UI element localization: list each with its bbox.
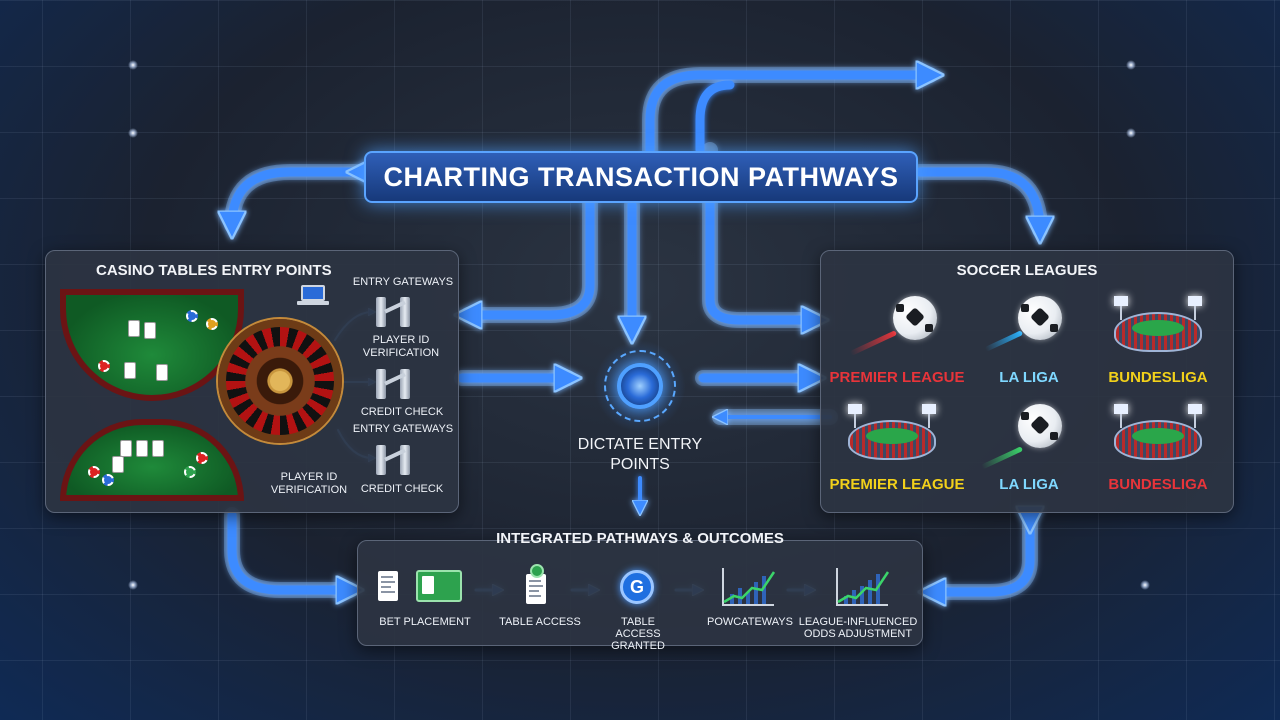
playing-card — [112, 456, 124, 473]
ticket-icon — [416, 570, 462, 602]
diagram-title-box: CHARTING TRANSACTION PATHWAYS — [364, 151, 918, 203]
sparkle — [1126, 60, 1136, 70]
playing-card — [124, 362, 136, 379]
stadium-icon — [1110, 296, 1206, 354]
casino-panel-title: CASINO TABLES ENTRY POINTS — [96, 262, 332, 279]
check-badge-icon — [530, 564, 544, 578]
outcomes-panel-title: INTEGRATED PATHWAYS & OUTCOMES — [496, 530, 784, 547]
league-label-bundesliga-1: BUNDESLIGA — [1108, 369, 1208, 386]
soccer-panel: SOCCER LEAGUES — [820, 250, 1234, 513]
step-label-powcateways: POWCATEWAYS — [707, 616, 793, 628]
turnstile-icon — [376, 295, 412, 327]
turnstile-icon — [376, 367, 412, 399]
sparkle — [1140, 580, 1150, 590]
growth-chart-icon — [722, 568, 774, 606]
chip — [102, 474, 114, 486]
stadium-icon — [844, 404, 940, 462]
league-label-laliga-2: LA LIGA — [999, 476, 1059, 493]
soccer-ball-icon — [1018, 296, 1062, 340]
soccer-panel-title: SOCCER LEAGUES — [956, 262, 1098, 279]
playing-card — [156, 364, 168, 381]
step-label-table-access: TABLE ACCESS — [499, 616, 581, 628]
soccer-ball-icon — [893, 296, 937, 340]
playing-card — [128, 320, 140, 337]
sparkle — [128, 128, 138, 138]
chip — [98, 360, 110, 372]
soccer-ball-icon — [1018, 404, 1062, 448]
playing-card — [152, 440, 164, 457]
document-icon — [378, 571, 398, 601]
chip — [196, 452, 208, 464]
trend-line-icon — [723, 571, 890, 604]
playing-card — [144, 322, 156, 339]
credit-check-label-top: CREDIT CHECK — [360, 406, 444, 418]
league-label-laliga-1: LA LIGA — [999, 369, 1059, 386]
credit-check-label-bottom: CREDIT CHECK — [360, 483, 444, 495]
roulette-icon — [218, 319, 342, 443]
sparkle — [128, 60, 138, 70]
chip — [206, 318, 218, 330]
league-label-premier-1: PREMIER LEAGUE — [829, 369, 965, 386]
chip — [184, 466, 196, 478]
gateway-circle-icon: G — [620, 570, 654, 604]
hub-core-icon — [617, 363, 663, 409]
entry-gateways-label-top: ENTRY GATEWAYS — [352, 276, 454, 288]
playing-card — [120, 440, 132, 457]
laptop-icon — [297, 285, 329, 305]
playing-card — [136, 440, 148, 457]
sparkle — [128, 580, 138, 590]
step-label-table-access-granted: TABLE ACCESS GRANTED — [611, 616, 665, 652]
sparkle — [1126, 128, 1136, 138]
league-label-premier-2: PREMIER LEAGUE — [829, 476, 965, 493]
player-id-label-top: PLAYER ID VERIFICATION — [362, 334, 440, 359]
receipt-icon — [526, 574, 546, 604]
entry-gateways-label-bottom: ENTRY GATEWAYS — [352, 423, 454, 435]
stadium-icon — [1110, 404, 1206, 462]
chip — [186, 310, 198, 322]
step-label-league-odds: LEAGUE-INFLUENCED ODDS ADJUSTMENT — [798, 616, 918, 640]
chip — [88, 466, 100, 478]
step-label-bet-placement: BET PLACEMENT — [379, 616, 471, 628]
player-id-label-bottom: PLAYER ID VERIFICATION — [270, 471, 348, 496]
turnstile-icon — [376, 443, 412, 475]
hub-ring — [604, 350, 676, 422]
dictate-entry-points-label: DICTATE ENTRY POINTS — [577, 436, 703, 473]
league-label-bundesliga-2: BUNDESLIGA — [1108, 476, 1208, 493]
diagram-title: CHARTING TRANSACTION PATHWAYS — [383, 161, 899, 192]
